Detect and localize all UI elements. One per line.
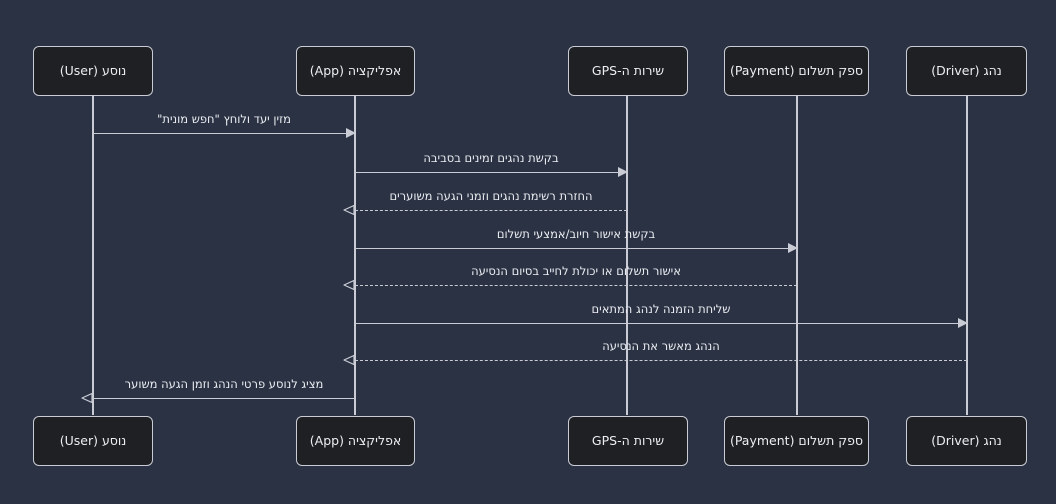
participant-box-driver-top[interactable]: נהג (Driver) [906, 46, 1027, 96]
arrowhead-filled-right-2 [618, 167, 628, 177]
arrowhead-filled-right-1 [346, 128, 356, 138]
message-6-label: שליחת הזמנה לנהג המתאים [591, 302, 731, 317]
message-4-line [355, 248, 797, 249]
participant-box-payment-bottom[interactable]: ספק תשלום (Payment) [724, 416, 869, 466]
message-7-label: הנהג מאשר את הנסיעה [602, 339, 720, 354]
participant-label-driver: נהג (Driver) [931, 63, 1002, 79]
participant-box-driver-bottom[interactable]: נהג (Driver) [906, 416, 1027, 466]
participant-box-gps-bottom[interactable]: שירות ה-GPS [568, 416, 688, 466]
participant-box-app-top[interactable]: אפליקציה (App) [296, 46, 415, 96]
lifeline-driver [966, 95, 968, 415]
message-8-line [93, 398, 355, 399]
message-5-line [355, 285, 797, 286]
message-3-line [355, 210, 627, 211]
participant-box-gps-top[interactable]: שירות ה-GPS [568, 46, 688, 96]
arrowhead-filled-right-4 [788, 243, 798, 253]
message-3-label: החזרת רשימת נהגים וזמני הגעה משוערים [389, 189, 593, 204]
participant-label-driver-bottom: נהג (Driver) [931, 433, 1002, 449]
participant-label-user-bottom: נוסע (User) [59, 433, 127, 449]
participant-label-user: נוסע (User) [59, 63, 127, 79]
participant-box-payment-top[interactable]: ספק תשלום (Payment) [724, 46, 869, 96]
message-7-line [355, 360, 967, 361]
lifeline-payment [796, 95, 798, 415]
participant-label-payment: ספק תשלום (Payment) [729, 63, 864, 79]
message-2-line [355, 172, 627, 173]
message-8-label: מציג לנוסע פרטי הנהג וזמן הגעה משוער [124, 377, 324, 392]
lifeline-gps [626, 95, 628, 415]
lifeline-app [354, 95, 356, 415]
message-5-label: אישור תשלום או יכולת לחייב בסיום הנסיעה [471, 264, 681, 279]
message-1-label: מזין יעד ולוחץ "חפש מונית" [157, 112, 291, 127]
participant-box-user-top[interactable]: נוסע (User) [33, 46, 153, 96]
participant-label-app: אפליקציה (App) [309, 63, 402, 79]
participant-label-gps-bottom: שירות ה-GPS [591, 433, 665, 449]
participant-label-gps: שירות ה-GPS [591, 63, 665, 79]
participant-label-payment-bottom: ספק תשלום (Payment) [729, 433, 864, 449]
message-4-label: בקשת אישור חיוב/אמצעי תשלום [496, 227, 656, 242]
participant-box-user-bottom[interactable]: נוסע (User) [33, 416, 153, 466]
participant-box-app-bottom[interactable]: אפליקציה (App) [296, 416, 415, 466]
message-1-line [93, 133, 355, 134]
message-2-label: בקשת נהגים זמינים בסביבה [423, 151, 559, 166]
participant-label-app-bottom: אפליקציה (App) [309, 433, 402, 449]
message-6-line [355, 323, 967, 324]
lifeline-user [92, 95, 94, 415]
arrowhead-filled-right-6 [958, 318, 968, 328]
